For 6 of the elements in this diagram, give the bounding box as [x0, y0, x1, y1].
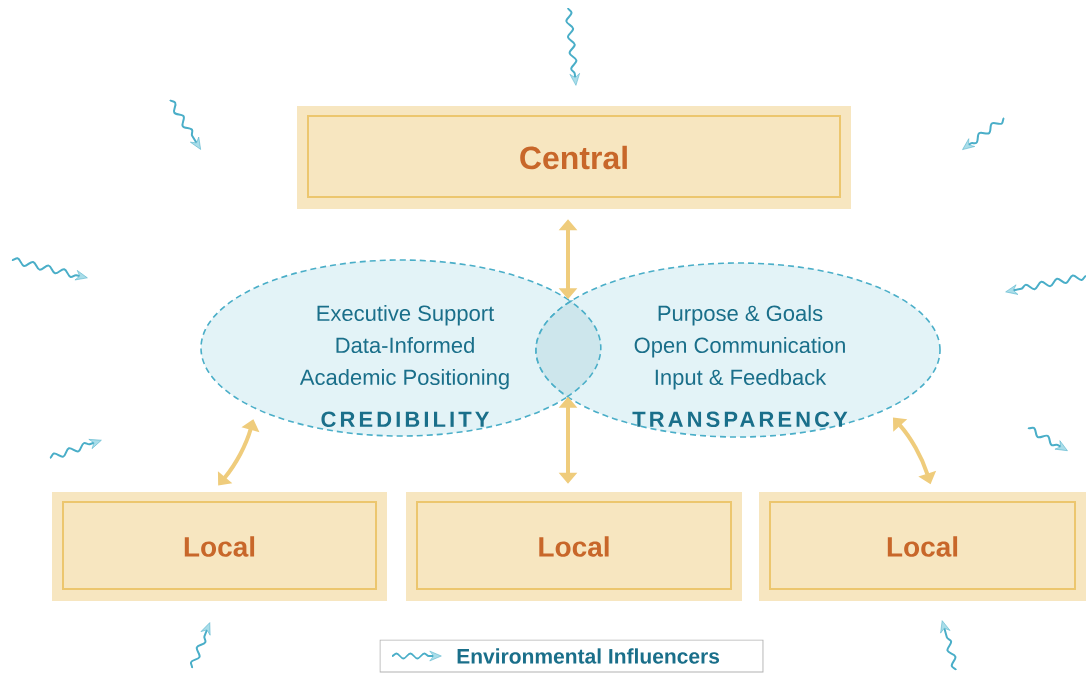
overlap-lens: [535, 300, 602, 398]
central-box: Central: [297, 106, 851, 209]
legend-text: Environmental Influencers: [457, 648, 720, 664]
local-box: Local: [759, 492, 1086, 601]
local-box: Local: [52, 492, 387, 601]
local-box: Local: [406, 492, 742, 601]
